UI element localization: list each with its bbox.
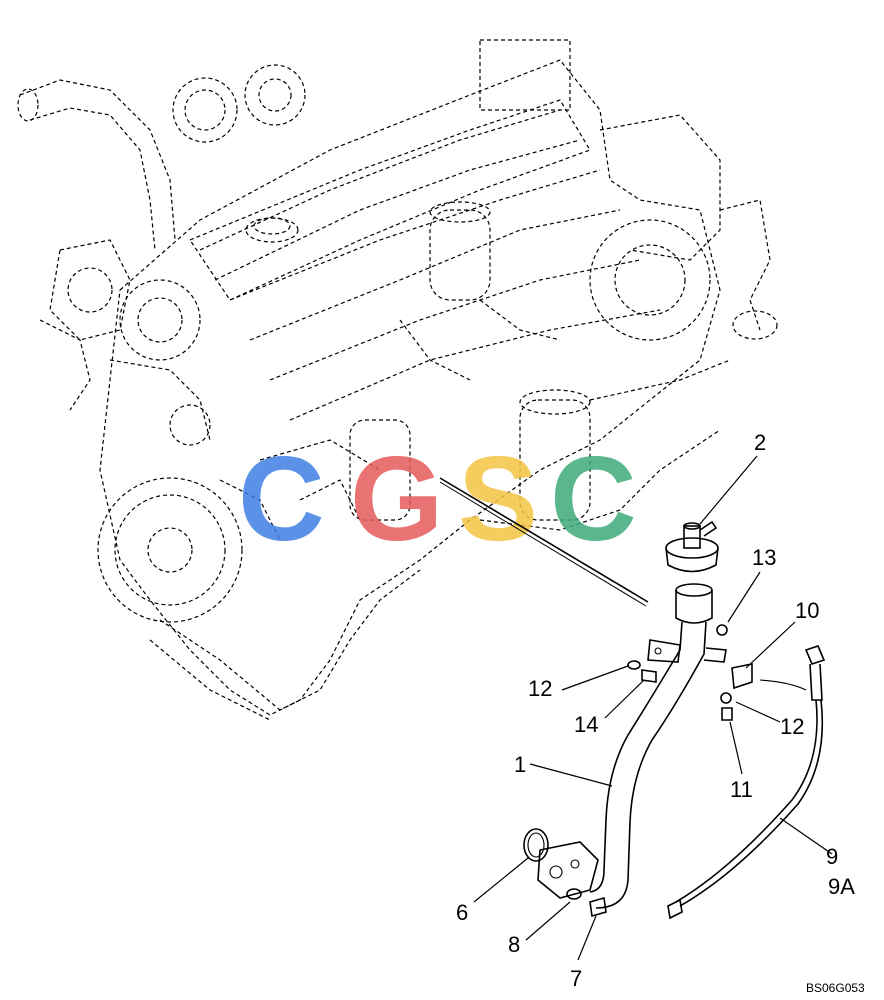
- watermark-letter-s: S: [458, 432, 538, 566]
- part-bolt-washer: [566, 888, 607, 918]
- part-bolt-upper: [627, 660, 657, 683]
- callout-11: 11: [730, 777, 753, 802]
- drawing-code: BS06G053: [806, 981, 865, 995]
- callout-13: 13: [752, 545, 776, 570]
- part-dipstick: [667, 645, 826, 920]
- callouts: 2 13 10 12 14 12 11 1 9 9A 6 8 7: [456, 430, 855, 991]
- dipstick-leader: [439, 477, 649, 603]
- part-o-ring: [523, 828, 549, 862]
- part-cap: [665, 520, 719, 573]
- callout-14: 14: [574, 712, 598, 737]
- callout-1: 1: [514, 752, 526, 777]
- engine-outline: [17, 39, 778, 721]
- callout-12-lower: 12: [780, 714, 804, 739]
- watermark: C G S C: [238, 432, 637, 566]
- watermark-letter-c: C: [238, 432, 325, 566]
- callout-9: 9: [826, 844, 838, 869]
- leader-lines: [473, 455, 833, 961]
- callout-12-upper: 12: [528, 676, 552, 701]
- part-fill-tube: [537, 583, 727, 909]
- watermark-letter-g: G: [350, 432, 443, 566]
- part-hardware-right: [716, 624, 753, 721]
- watermark-letter-c2: C: [550, 432, 637, 566]
- callout-2: 2: [754, 430, 766, 455]
- callout-7: 7: [570, 966, 582, 991]
- callout-6: 6: [456, 900, 468, 925]
- callout-8: 8: [508, 932, 520, 957]
- callout-9a: 9A: [828, 874, 855, 899]
- callout-10: 10: [795, 598, 819, 623]
